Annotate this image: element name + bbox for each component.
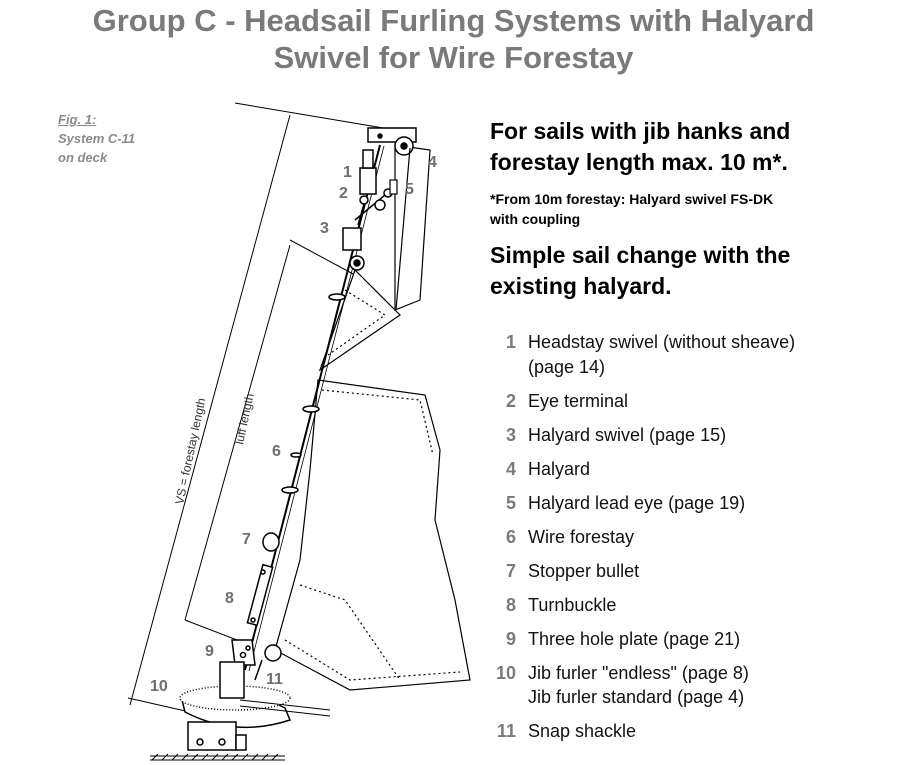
part-number: 5 [505,492,516,513]
part-number: 6 [505,526,516,547]
part-description: Halyard [528,458,591,479]
callout-4: 4 [428,154,437,171]
headsail-upper [318,268,401,372]
parts-list-item: 11 Snap shackle [488,719,898,744]
jib-hanks [281,293,346,494]
callout-8: 8 [225,590,234,607]
part-description: Three hole plate (page 21) [528,628,741,649]
halyard-lead-eye [389,147,411,311]
parts-list-item: 7 Stopper bullet [488,559,898,584]
turnbuckle [246,563,274,627]
parts-list-item: 10 Jib furler "endless" (page 8) Jib fur… [488,661,898,710]
figure-caption-line-1: System C-11 [58,131,136,146]
snap-shackle [254,644,282,681]
callout-11: 11 [266,671,283,688]
title-line-2: Swivel for Wire Forestay [273,40,634,75]
part-number: 1 [505,332,516,352]
part-description: Wire forestay [528,526,635,547]
headline-primary: For sails with jib hanks and forestay le… [490,116,890,178]
forestay-length-label: VS = forestay length [172,397,208,506]
part-description: Jib furler "endless" (page 8) Jib furler… [528,661,749,710]
part-description: Stopper bullet [528,560,640,581]
part-description-line-2: Jib furler standard (page 4) [528,687,745,707]
parts-list-item: 1 Headstay swivel (without sheave) (page… [488,330,898,379]
callout-3: 3 [320,220,329,237]
title-line-1: Group C - Headsail Furling Systems with … [92,3,815,38]
parts-list: 1 Headstay swivel (without sheave) (page… [488,330,898,753]
part-description-line-1: Jib furler "endless" (page 8) [528,662,749,683]
luff-length-label: luff length [232,392,256,446]
headline-secondary-line-1: Simple sail change with the [490,242,791,268]
callout-5: 5 [405,181,414,198]
jib-furler-drum [179,661,331,751]
part-description: Snap shackle [528,721,637,741]
part-description-line-1: Headstay swivel (without sheave) [528,332,796,352]
headstay-swivel [359,149,377,195]
callout-2: 2 [339,185,348,202]
sail-strip [394,144,431,311]
part-number: 8 [505,594,516,615]
parts-list-item: 4 Halyard [488,457,898,482]
footnote: *From 10m forestay: Halyard swivel FS-DK… [490,189,870,229]
figure-caption: Fig. 1: System C-11 on deck [58,110,135,167]
stopper-bullet [262,532,280,552]
part-number: 2 [505,390,516,411]
parts-list-item: 3 Halyard swivel (page 15) [488,423,898,448]
part-description: Halyard swivel (page 15) [528,424,727,445]
halyard-swivel [342,188,393,271]
masthead-fitting [367,127,417,156]
part-number: 9 [505,628,516,649]
footnote-line-2: with coupling [490,211,581,227]
headline-primary-line-2: forestay length max. 10 m*. [490,149,788,175]
callout-10: 10 [150,678,168,695]
part-description-line-2: (page 14) [528,356,606,377]
part-number: 10 [495,662,516,683]
part-number: 3 [505,424,516,445]
figure-number: Fig. 1: [58,112,97,127]
part-description: Headstay swivel (without sheave) (page 1… [528,330,795,379]
callout-7: 7 [242,531,251,548]
callout-1: 1 [343,164,352,181]
headline-secondary: Simple sail change with the existing hal… [490,240,890,302]
parts-list-item: 6 Wire forestay [488,525,898,550]
footnote-line-1: *From 10m forestay: Halyard swivel FS-DK [490,191,774,207]
parts-list-item: 8 Turnbuckle [488,593,898,618]
headline-primary-line-1: For sails with jib hanks and [490,118,791,144]
page-title: Group C - Headsail Furling Systems with … [0,2,907,76]
callout-9: 9 [205,643,214,660]
part-description: Eye terminal [528,390,629,411]
deck-base [150,753,285,761]
headline-secondary-line-2: existing halyard. [490,273,672,299]
part-number: 7 [505,560,516,581]
callout-labels: 1 2 3 4 5 6 7 8 9 10 11 [150,154,437,695]
parts-list-item: 2 Eye terminal [488,389,898,414]
part-description: Halyard lead eye (page 19) [528,492,746,513]
three-hole-plate [231,639,256,666]
figure-caption-line-2: on deck [58,150,108,165]
callout-6: 6 [272,443,281,460]
part-number: 11 [496,721,516,741]
part-number: 4 [505,458,516,479]
part-description: Turnbuckle [528,594,617,615]
parts-list-item: 9 Three hole plate (page 21) [488,627,898,652]
headsail-main [274,379,471,691]
parts-list-item: 5 Halyard lead eye (page 19) [488,491,898,516]
